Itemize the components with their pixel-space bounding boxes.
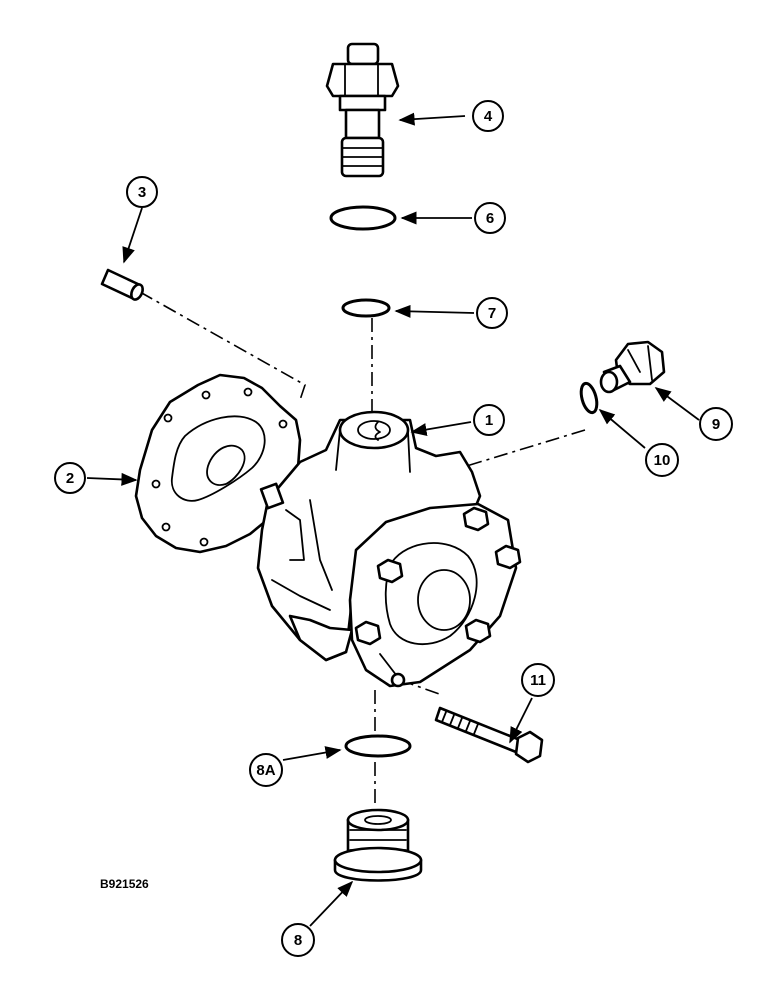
svg-text:4: 4 — [484, 108, 493, 125]
o-ring-6 — [329, 205, 397, 231]
plug-9 — [599, 340, 666, 394]
o-ring-8a — [344, 734, 412, 758]
svg-text:7: 7 — [488, 305, 496, 322]
callout-2: 2 — [54, 462, 86, 494]
callout-7: 7 — [476, 297, 508, 329]
svg-text:1: 1 — [485, 412, 493, 429]
callout-8: 8 — [281, 923, 315, 957]
gasket — [134, 373, 302, 554]
callout-10: 10 — [645, 443, 679, 477]
plug-8 — [333, 808, 423, 882]
svg-text:9: 9 — [712, 416, 720, 433]
callout-8a: 8A — [249, 753, 283, 787]
leader-lines — [86, 112, 700, 927]
o-ring-10 — [579, 381, 599, 415]
callout-1: 1 — [473, 404, 505, 436]
svg-text:8A: 8A — [256, 762, 275, 779]
callout-3: 3 — [126, 176, 158, 208]
callout-9: 9 — [699, 407, 733, 441]
svg-text:3: 3 — [138, 184, 146, 201]
cover-bolt-heads — [354, 506, 522, 688]
svg-text:6: 6 — [486, 210, 494, 227]
callout-6: 6 — [474, 202, 506, 234]
callout-4: 4 — [472, 100, 504, 132]
svg-text:11: 11 — [530, 672, 546, 689]
alignment-lines — [139, 291, 586, 808]
callout-11: 11 — [521, 663, 555, 697]
svg-text:10: 10 — [654, 452, 671, 469]
relief-valve-cartridge — [325, 42, 400, 178]
svg-text:2: 2 — [66, 470, 74, 487]
dowel-pin — [100, 268, 144, 301]
bolt-11 — [434, 706, 544, 764]
svg-text:8: 8 — [294, 932, 302, 949]
figure-id: B921526 — [100, 877, 149, 891]
o-ring-7 — [341, 298, 391, 318]
